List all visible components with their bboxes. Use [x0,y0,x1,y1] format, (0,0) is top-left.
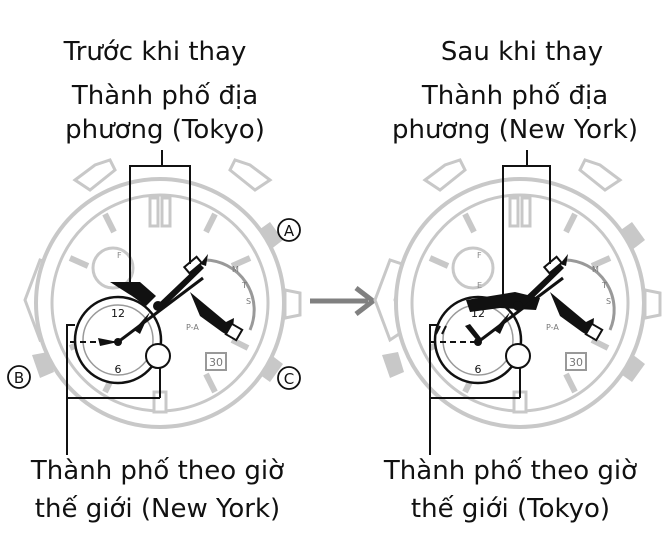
dial-m-before: M [232,265,239,274]
button-c-label-before: C [284,370,294,388]
before-title: Trước khi thay [63,37,247,67]
dial-f-after: F [477,251,482,260]
watch-before: F E M T S P-A 30 12 6 [23,158,302,429]
button-c-before: C [277,366,301,390]
dial-pa-after: P-A [546,323,559,332]
dial-t-before: T [241,281,247,290]
date-window-after: 30 [569,356,583,369]
dial-e-after: E [477,281,482,290]
home-city-value-before: phương (Tokyo) [65,115,265,145]
dial-f-before: F [117,251,122,260]
button-b-before: B [7,365,31,389]
button-a-label-before: A [284,222,295,240]
button-b-label-before: B [14,369,24,387]
transition-arrow [310,286,376,316]
dial-t-after: T [601,281,607,290]
world-city-label-after: Thành phố theo giờ [383,456,638,486]
world-city-label-before: Thành phố theo giờ [30,456,285,486]
date-window-before: 30 [209,356,223,369]
world-dial-6-before: 6 [115,363,122,376]
home-city-label-before: Thành phố địa [71,81,259,111]
callout-lines-after [429,150,551,455]
home-city-value-after: phương (New York) [392,115,638,145]
dial-s-after: S [606,297,611,306]
world-city-value-before: thế giới (New York) [34,494,281,524]
dial-s-before: S [246,297,251,306]
dial-m-after: M [592,265,599,274]
after-title: Sau khi thay [440,37,604,67]
world-city-value-after: thế giới (Tokyo) [410,494,611,524]
dial-pa-before: P-A [186,323,199,332]
home-city-label-after: Thành phố địa [421,81,609,111]
callout-lines-before [66,150,191,455]
button-a-before: A [277,218,301,242]
watch-after: F E M T S P-A 30 12 6 [373,158,662,429]
world-dial-6-after: 6 [475,363,482,376]
world-dial-12-before: 12 [111,307,125,320]
